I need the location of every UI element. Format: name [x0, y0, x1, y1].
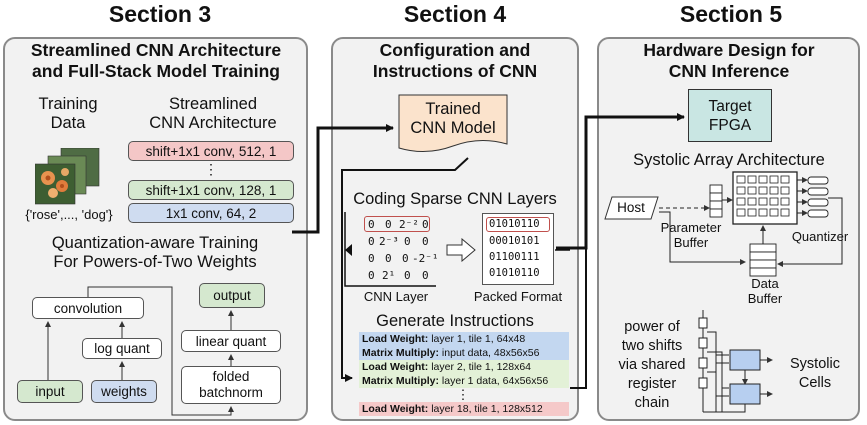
- linear-quant-node: linear quant: [181, 330, 281, 352]
- packed-format-label: Packed Format: [473, 289, 563, 304]
- systolic-array-title: Systolic Array Architecture: [633, 151, 825, 169]
- matrix-r3c0: 0: [368, 269, 375, 282]
- matrix-r1c3: 0: [422, 235, 429, 248]
- matrix-r2c0: 0: [368, 252, 375, 265]
- qat-title: Quantization-aware Training For Powers-o…: [51, 234, 259, 271]
- layer-conv-64: 1x1 conv, 64, 2: [128, 203, 294, 223]
- convolution-node: convolution: [32, 297, 144, 319]
- section-5-panel-title: Hardware Design for CNN Inference: [643, 40, 815, 81]
- trained-model-label: Trained CNN Model: [410, 100, 496, 137]
- instruction-3: Load Weight: layer 2, tile 1, 128x64: [359, 360, 569, 374]
- matrix-r3c3: 0: [422, 269, 429, 282]
- matrix-r1c0: 0: [368, 235, 375, 248]
- weights-node: weights: [91, 380, 157, 403]
- matrix-r2c2: 0: [402, 252, 409, 265]
- training-data-label: Training Data: [38, 95, 98, 132]
- layers-ellipsis: ⋮: [204, 161, 218, 177]
- instruction-5: Load Weight: layer 18, tile 1, 128x512: [359, 402, 569, 416]
- class-labels: {'rose',..., 'dog'}: [25, 207, 113, 222]
- packed-row-1: 00010101: [489, 235, 540, 247]
- data-buffer-label: Data Buffer: [747, 276, 783, 306]
- training-images: [34, 147, 100, 206]
- section-4-title: Section 4: [403, 1, 507, 27]
- matrix-r0c2: 2⁻²: [399, 218, 419, 231]
- matrix-r0c1: 0: [385, 218, 392, 231]
- matrix-r2c3: -2⁻¹: [412, 252, 439, 265]
- matrix-r3c1: 2¹: [382, 269, 396, 282]
- matrix-r1c1: 2⁻³: [379, 235, 399, 248]
- packed-format-box: 01010110 00010101 01100111 01010110: [482, 213, 554, 285]
- parameter-buffer-label: Parameter Buffer: [660, 220, 722, 250]
- folded-batchnorm-node: folded batchnorm: [181, 366, 281, 404]
- quantizer-label: Quantizer: [791, 229, 849, 244]
- section-5-title: Section 5: [679, 1, 783, 27]
- trained-model-doc: [398, 94, 508, 156]
- matrix-r0c0: 0: [368, 218, 375, 231]
- cnn-layer-label: CNN Layer: [363, 289, 429, 304]
- layer-shift-128: shift+1x1 conv, 128, 1: [128, 180, 294, 200]
- target-fpga-box: Target FPGA: [688, 89, 772, 142]
- generate-instructions-title: Generate Instructions: [376, 312, 534, 330]
- instruction-1: Load Weight: layer 1, tile 1, 64x48: [359, 332, 569, 346]
- matrix-r1c2: 0: [404, 235, 411, 248]
- instructions-ellipsis: ⋮: [456, 387, 470, 402]
- log-quant-node: log quant: [82, 338, 162, 359]
- section-4-panel-title: Configuration and Instructions of CNN: [372, 40, 538, 81]
- section-3-title: Section 3: [108, 1, 212, 27]
- instruction-2: Matrix Multiply: input data, 48x56x56: [359, 346, 569, 360]
- output-node: output: [199, 283, 265, 308]
- systolic-cells-label: Systolic Cells: [790, 356, 840, 391]
- host-label: Host: [617, 200, 645, 215]
- layer-shift-512: shift+1x1 conv, 512, 1: [128, 141, 294, 161]
- packed-row-3: 01010110: [489, 267, 540, 279]
- matrix-r0c3: 0: [422, 218, 429, 231]
- section-3-panel-title: Streamlined CNN Architecture and Full-St…: [30, 40, 282, 81]
- packed-highlight: [486, 217, 550, 232]
- cnn-layer-matrix: 0 0 2⁻² 0 0 2⁻³ 0 0 0 0 0 -2⁻¹ 0 2¹ 0 0: [360, 212, 439, 286]
- matrix-r3c2: 0: [404, 269, 411, 282]
- packed-row-2: 01100111: [489, 251, 540, 263]
- packed-row-0: 01010110: [489, 218, 540, 230]
- input-node: input: [17, 380, 83, 403]
- flower-photo-icon: [34, 147, 100, 205]
- coding-sparse-title: Coding Sparse CNN Layers: [353, 190, 557, 208]
- encode-arrow-icon: [446, 237, 476, 267]
- shift-chain-text: power of two shifts via shared register …: [618, 319, 686, 411]
- matrix-r2c1: 0: [385, 252, 392, 265]
- architecture-title: Streamlined CNN Architecture: [149, 95, 277, 132]
